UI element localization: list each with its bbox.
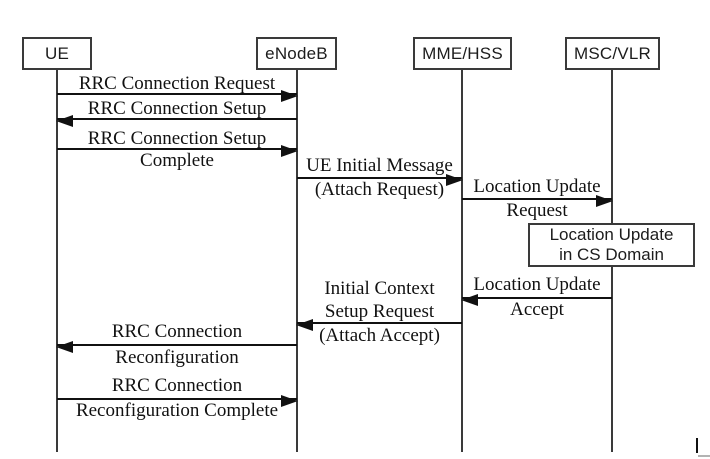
message-label-rrc-connection-request: RRC Connection Request — [78, 73, 276, 94]
message-label-rrc-reconfiguration-line2: Reconfiguration — [115, 347, 239, 368]
lifeline-mme-hss — [461, 69, 463, 452]
message-label-setup-request: Setup Request — [324, 301, 435, 322]
actor-box-enodeb: eNodeB — [256, 37, 337, 70]
arrowhead-left-icon — [296, 319, 313, 331]
message-label-location-update-accept-line1: Location Update — [473, 274, 601, 295]
message-label-rrc-setup-complete-line1: RRC Connection Setup — [87, 128, 267, 149]
gray-line-artifact — [698, 455, 710, 457]
message-label-rrc-setup-complete-line2: Complete — [140, 150, 214, 171]
message-arrow-rrc-setup-complete — [57, 145, 298, 157]
arrowhead-right-icon — [281, 90, 298, 102]
message-label-location-update-request-line1: Location Update — [473, 176, 601, 197]
message-arrow-location-update-accept — [461, 294, 612, 306]
arrowhead-right-icon — [446, 174, 463, 186]
actor-box-mme-hss: MME/HSS — [413, 37, 512, 70]
message-label-rrc-reconfiguration-complete-line1: RRC Connection — [111, 375, 243, 396]
message-label-rrc-connection-setup: RRC Connection Setup — [87, 98, 267, 119]
message-arrow-ue-initial-message — [297, 174, 463, 186]
message-arrow-rrc-connection-request — [57, 90, 298, 102]
message-label-location-update-accept-line2: Accept — [510, 299, 564, 320]
message-label-rrc-reconfiguration-line1: RRC Connection — [111, 321, 243, 342]
lifeline-ue — [56, 69, 58, 452]
message-label-attach-accept: (Attach Accept) — [319, 325, 440, 346]
message-label-ue-initial-message: UE Initial Message — [306, 155, 453, 176]
actor-box-msc-vlr: MSC/VLR — [565, 37, 660, 70]
arrowhead-right-icon — [281, 395, 298, 407]
message-label-initial-context: Initial Context — [324, 278, 435, 299]
message-arrow-initial-context-setup-request — [296, 319, 462, 331]
arrowhead-left-icon — [56, 341, 73, 353]
arrowhead-right-icon — [281, 145, 298, 157]
text-cursor-artifact — [696, 438, 698, 453]
process-box-line1: Location Update — [549, 225, 674, 244]
message-arrow-rrc-connection-setup — [56, 115, 297, 127]
process-box-line2: in CS Domain — [559, 245, 664, 264]
message-arrow-rrc-reconfiguration-complete — [57, 395, 298, 407]
message-label-attach-request: (Attach Request) — [314, 179, 445, 200]
arrowhead-right-icon — [596, 195, 613, 207]
actor-box-ue: UE — [22, 37, 92, 70]
message-arrow-location-update-request — [462, 195, 613, 207]
arrowhead-left-icon — [461, 294, 478, 306]
message-label-rrc-reconfiguration-complete-line2: Reconfiguration Complete — [75, 400, 279, 421]
lifeline-enodeb — [296, 69, 298, 452]
process-box-location-update-cs-domain: Location Update in CS Domain — [528, 223, 695, 267]
message-label-location-update-request-line2: Request — [506, 200, 568, 221]
arrowhead-left-icon — [56, 115, 73, 127]
message-arrow-rrc-reconfiguration — [56, 341, 297, 353]
